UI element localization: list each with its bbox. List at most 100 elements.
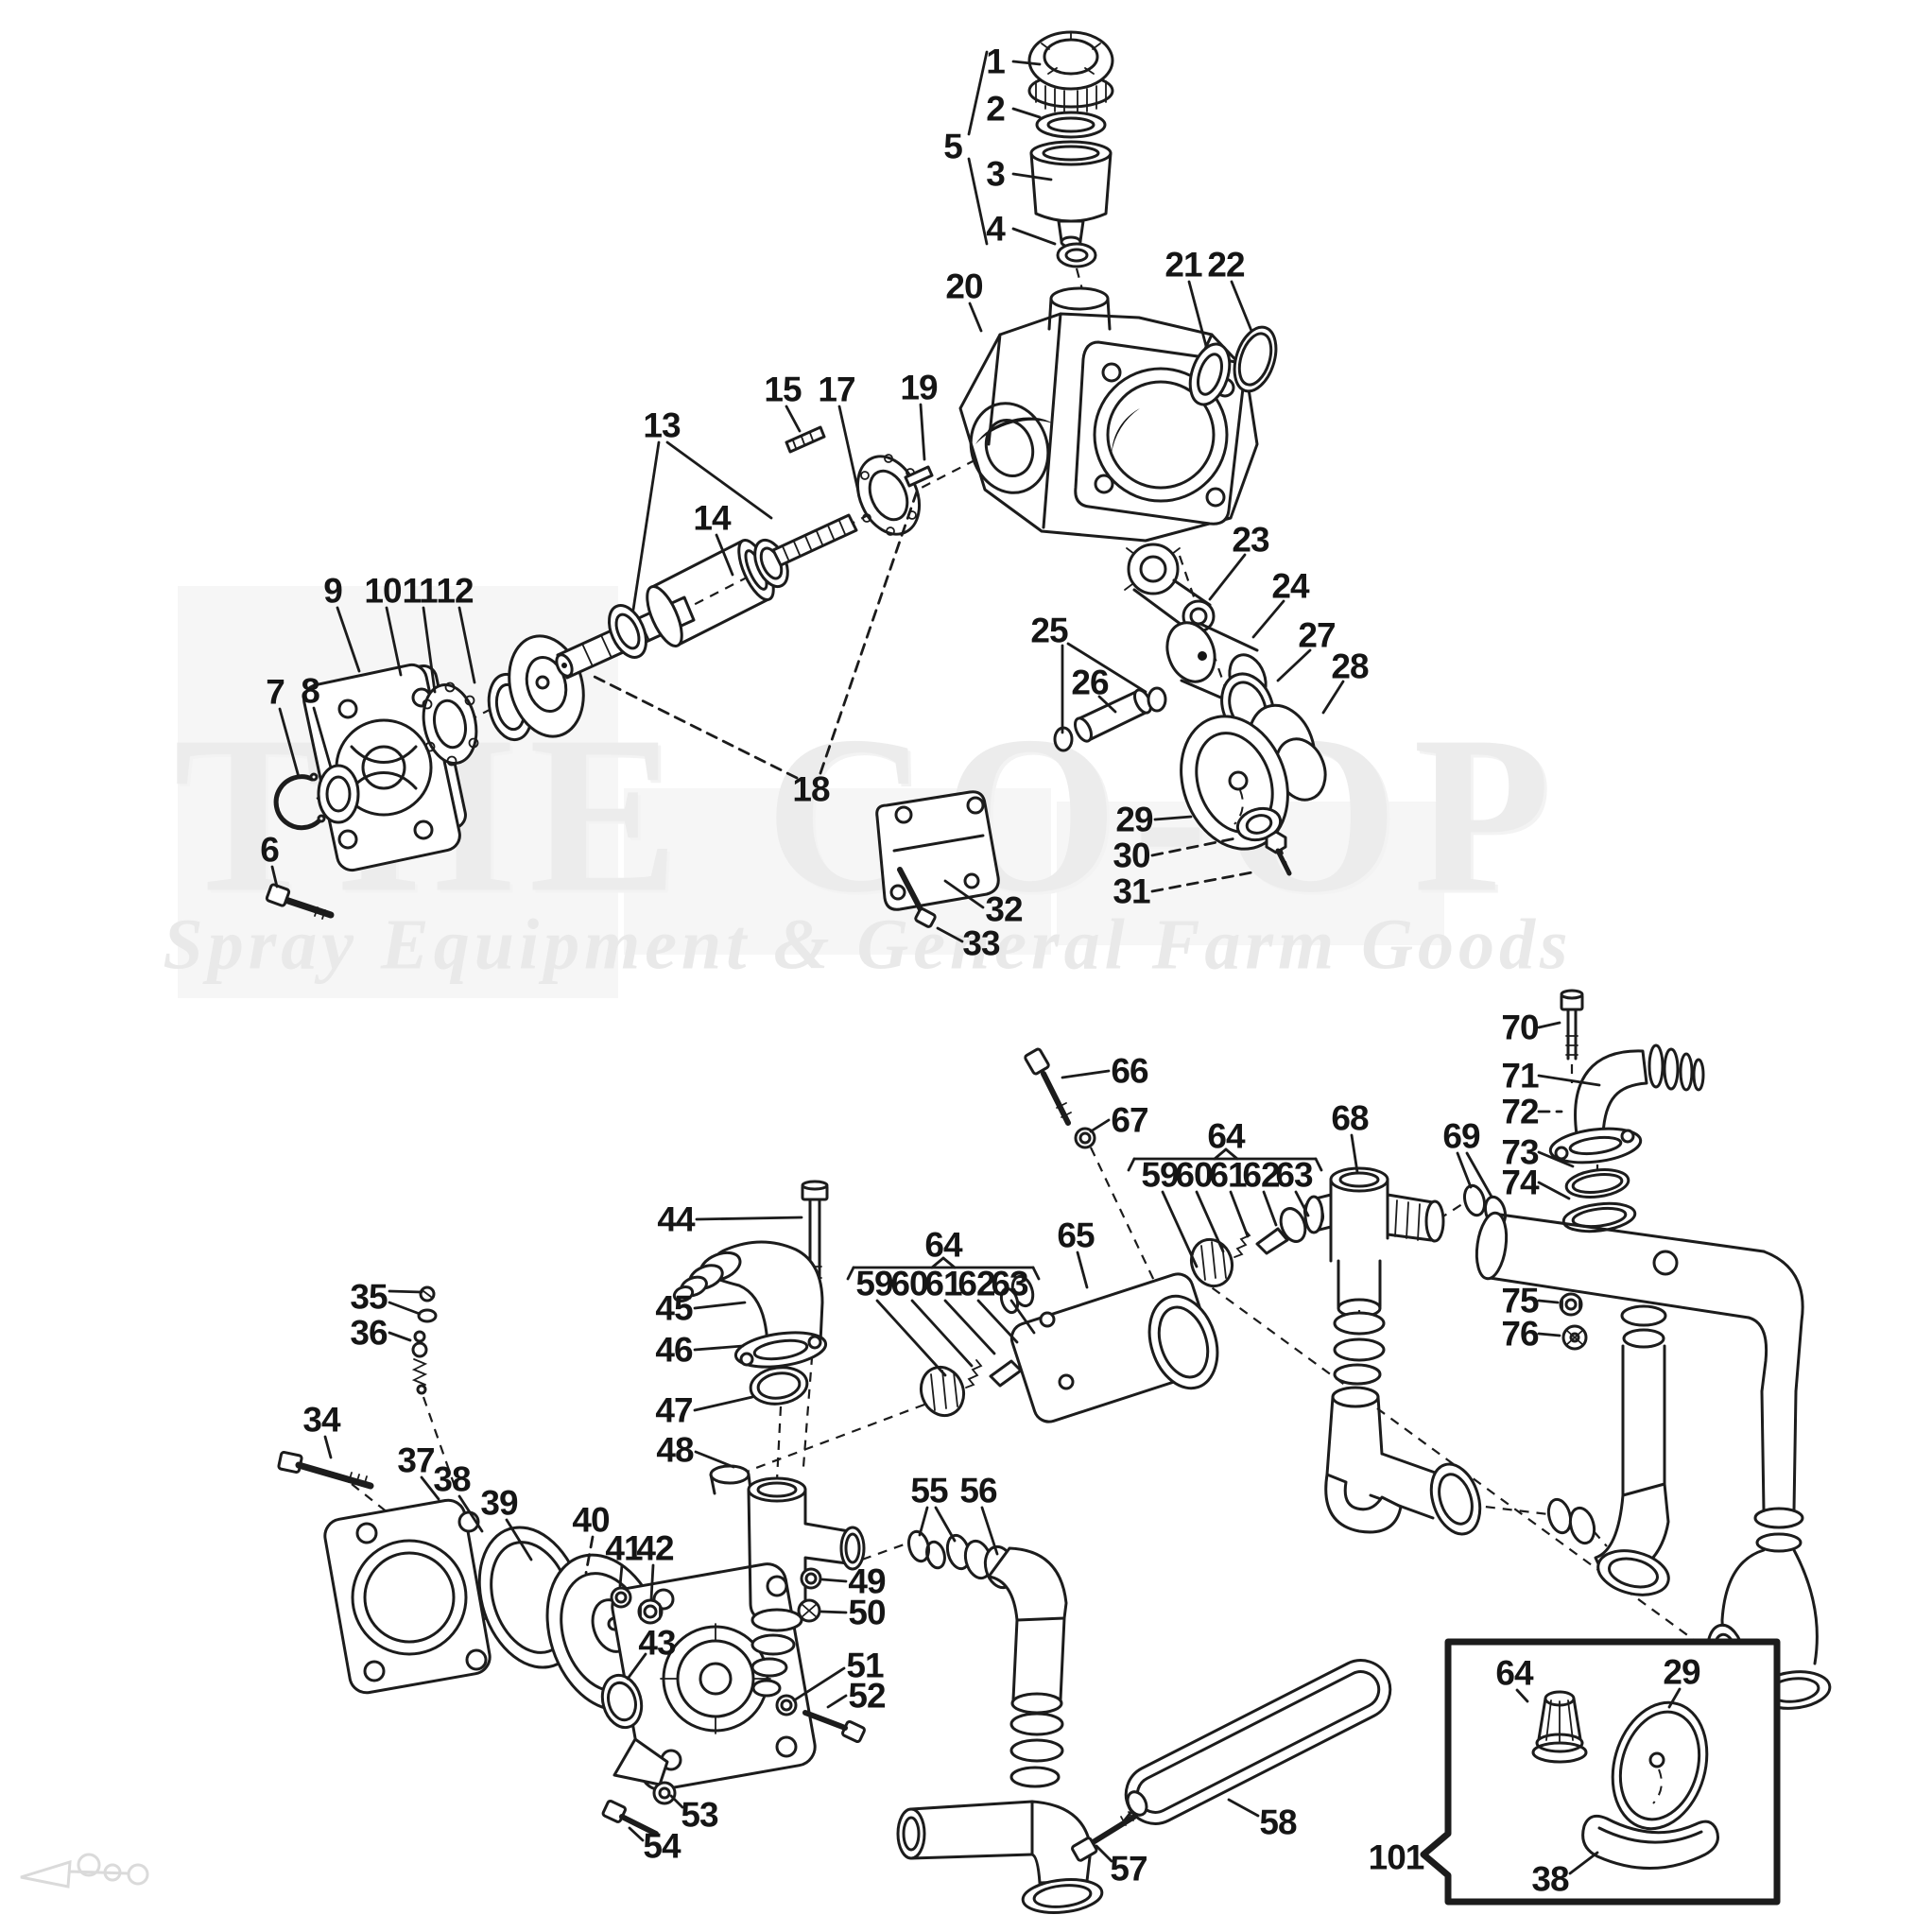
elbow-flange [733,1331,828,1369]
callout-25: 25 [1030,611,1068,650]
callout-64: 64 [1495,1653,1533,1693]
callout-41: 41 [605,1528,643,1568]
bypass-hose [1121,1659,1392,1825]
leader-line [785,405,802,433]
leader-line [826,1694,848,1709]
callout-57: 57 [1110,1849,1147,1889]
coupling-adapters [1546,1497,1596,1545]
foot-washer-bolt [601,1781,677,1837]
callout-63: 63 [1275,1155,1313,1195]
callout-64: 64 [924,1225,962,1265]
leader-line [1251,599,1285,639]
leader-line [1161,1190,1199,1268]
callout-67: 67 [1111,1100,1148,1140]
callout-54: 54 [643,1826,681,1866]
callout-1: 1 [986,42,1006,81]
callout-7: 7 [266,672,285,712]
leader-line [323,1435,333,1459]
corner-logo [20,1853,149,1889]
leader-line [1537,1181,1571,1200]
callout-61: 61 [1209,1155,1247,1195]
leader-line [1011,60,1042,66]
callout-10: 10 [364,571,402,611]
leader-line [1195,1190,1225,1253]
callout-38: 38 [433,1459,471,1499]
callout-66: 66 [1111,1051,1148,1091]
callout-71: 71 [1501,1056,1539,1095]
callout-27: 27 [1298,615,1336,655]
suction-elbow [672,1240,824,1348]
leader-line [618,1563,624,1588]
callout-20: 20 [945,267,983,306]
leader-line [278,707,301,779]
callout-59: 59 [855,1264,893,1303]
elbow-flange-top [1548,1127,1643,1164]
callout-42: 42 [636,1528,674,1568]
manifold-nuts [1559,1292,1588,1351]
callout-34: 34 [302,1400,340,1440]
callout-15: 15 [764,370,802,409]
clamp-plate-and-bolt [1235,806,1292,876]
callout-11: 11 [402,571,438,611]
leader-line [1537,1332,1561,1337]
vent-valve-parts [411,1285,438,1395]
leader-line [669,1794,684,1809]
callout-44: 44 [657,1199,695,1239]
callout-69: 69 [1442,1116,1480,1156]
callout-37: 37 [397,1440,435,1480]
callout-48: 48 [656,1430,694,1470]
woodruff-key [785,425,826,454]
leader-line [1011,227,1057,246]
leader-line [930,1256,945,1269]
callout-68: 68 [1331,1098,1369,1138]
body-seals [1188,325,1278,406]
leader-line [1515,1688,1529,1703]
leader-line [910,1299,974,1368]
leader-line [980,1506,999,1556]
leader-line [385,606,403,677]
callout-52: 52 [848,1676,886,1716]
leader-line [941,1256,957,1269]
callout-72: 72 [1501,1092,1539,1131]
callout-39: 39 [480,1483,518,1523]
callout-70: 70 [1501,1008,1539,1047]
leader-line [1321,680,1345,715]
callout-60: 60 [890,1264,928,1303]
leader-line [1061,1069,1111,1079]
callout-65: 65 [1057,1216,1095,1255]
manifold-oring [1564,1168,1630,1199]
shaft-thread [771,513,858,567]
thrust-rings [607,604,648,659]
callout-32: 32 [985,889,1023,929]
callout-21: 21 [1164,245,1202,285]
leader-line [695,1216,803,1221]
tee-body [709,1464,866,1698]
inset-box [1420,1638,1781,1906]
leader-line [1031,1266,1041,1281]
leader-line [943,1299,996,1355]
callout-76: 76 [1501,1314,1539,1354]
leader-line [626,1652,647,1681]
callout-74: 74 [1501,1163,1539,1202]
callout-23: 23 [1232,520,1269,560]
leader-line [388,1289,423,1294]
callout-60: 60 [1175,1155,1213,1195]
hose-orings [906,1529,946,1570]
callout-56: 56 [959,1471,997,1510]
leader-line [846,1266,855,1281]
mounting-bracket [875,790,1000,928]
leader-line [837,405,860,493]
leader-line [1153,815,1193,821]
leader-line [1456,1151,1473,1189]
leader-line [388,1301,422,1316]
valve-housing [999,1272,1219,1423]
callout-6: 6 [260,830,280,870]
connecting-rod [1124,543,1216,633]
callout-49: 49 [848,1561,886,1601]
callout-40: 40 [572,1500,610,1540]
callout-51: 51 [846,1646,884,1685]
leader-line [1568,1851,1599,1875]
callout-2: 2 [986,89,1006,129]
